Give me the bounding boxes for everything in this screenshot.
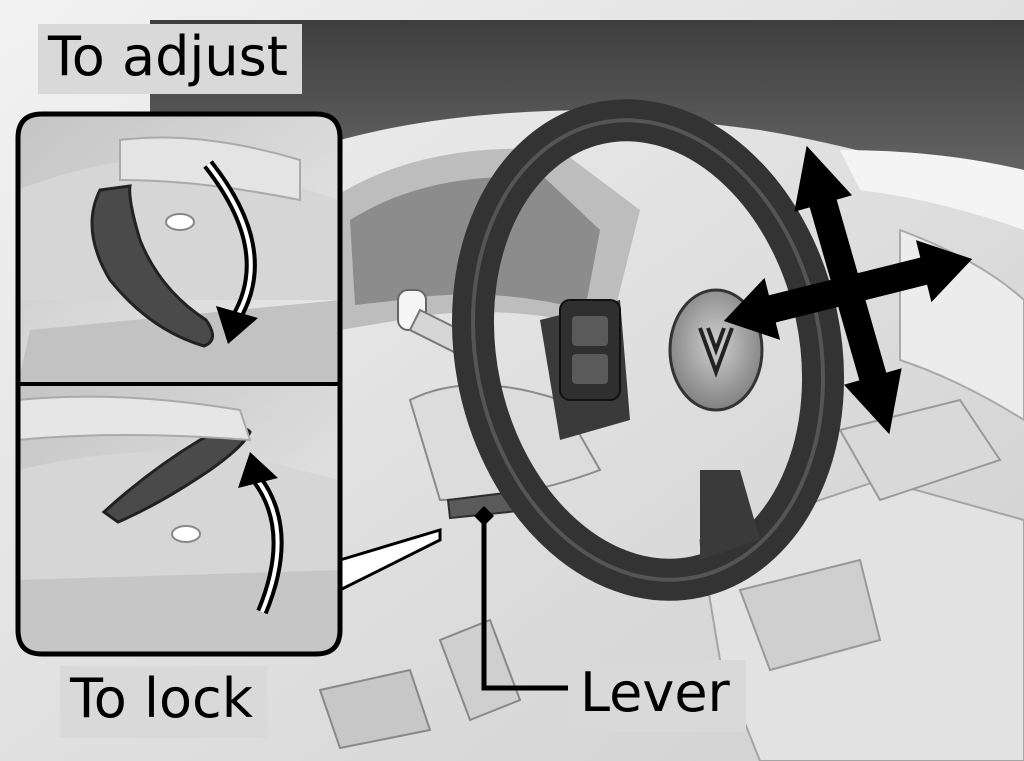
console-panel xyxy=(738,558,882,672)
pedal-brake xyxy=(318,668,432,750)
label-to-lock: To lock xyxy=(60,666,268,738)
wheel-switch-top xyxy=(572,316,608,346)
wheel-spoke-bottom xyxy=(700,470,760,560)
wheel-switch-bottom xyxy=(572,354,608,384)
curved-arrow-down-icon xyxy=(203,160,258,344)
lever-lowered xyxy=(90,184,214,348)
lever-callout xyxy=(481,516,568,691)
wheel-switch-panel xyxy=(559,299,621,401)
shifter-area xyxy=(838,398,1002,502)
inset-adjust-view xyxy=(18,114,340,384)
windshield-edge xyxy=(840,150,1024,230)
inset-border xyxy=(15,111,343,657)
pedal-accelerator xyxy=(438,618,522,722)
label-lever: Lever xyxy=(568,660,746,732)
inset-lock-view xyxy=(18,384,340,654)
lever-operation-inset xyxy=(15,111,343,657)
lever-raised xyxy=(101,426,252,524)
wheel-emblem xyxy=(698,327,734,378)
four-way-arrow-icon xyxy=(723,145,973,435)
curved-arrow-up-icon xyxy=(238,452,284,615)
lever-pointer xyxy=(474,506,494,526)
label-to-adjust: To adjust xyxy=(38,24,302,94)
